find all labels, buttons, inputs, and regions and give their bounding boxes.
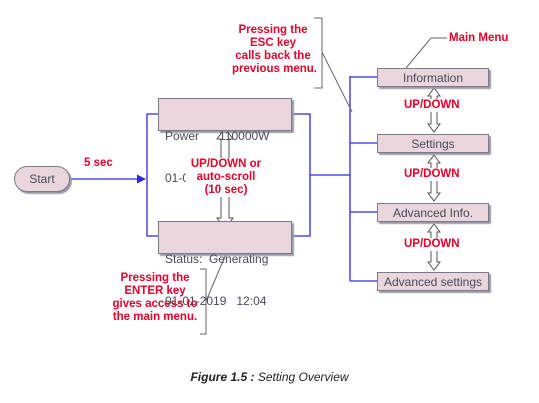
display-status-line2: 01-01-2019 12:04 xyxy=(165,294,267,308)
right-bracket xyxy=(292,113,311,237)
main-menu-leader xyxy=(405,37,447,69)
updown-label-1: UP/DOWN xyxy=(404,99,460,112)
left-bracket xyxy=(146,113,158,237)
enter-note: Pressing the ENTER key gives access to t… xyxy=(112,272,198,323)
updown-label-3: UP/DOWN xyxy=(404,238,460,251)
figure-title: Setting Overview xyxy=(257,370,349,384)
figure-number: Figure 1.5 : xyxy=(190,370,255,384)
menu-item-advanced-info: Advanced Info. xyxy=(377,203,489,222)
updown-label-2: UP/DOWN xyxy=(404,168,460,181)
esc-note: Pressing the ESC key calls back the prev… xyxy=(232,24,317,75)
center-note: UP/DOWN or auto-scroll (10 sec) xyxy=(186,158,266,197)
start-note: 5 sec xyxy=(84,157,113,169)
figure-caption: Figure 1.5 : Setting Overview xyxy=(0,370,539,384)
enter-note-bracket xyxy=(200,268,207,335)
display-power-line1: Power 110000W xyxy=(165,129,270,143)
menu-item-advanced-settings: Advanced settings xyxy=(377,272,489,291)
esc-note-bracket xyxy=(314,17,323,89)
display-status-line1: Status: Generating xyxy=(165,252,269,266)
enter-note-leader xyxy=(205,253,227,302)
menu-item-settings: Settings xyxy=(377,134,489,153)
display-status: Status: Generating 01-01-2019 12:04 xyxy=(158,221,292,308)
display-power: Power 110000W 01-01-2019 12:04 xyxy=(158,98,292,185)
esc-note-leader xyxy=(321,51,353,113)
menu-item-information: Information xyxy=(377,68,489,87)
main-menu-note: Main Menu xyxy=(449,32,509,44)
start-node: Start xyxy=(14,166,70,192)
